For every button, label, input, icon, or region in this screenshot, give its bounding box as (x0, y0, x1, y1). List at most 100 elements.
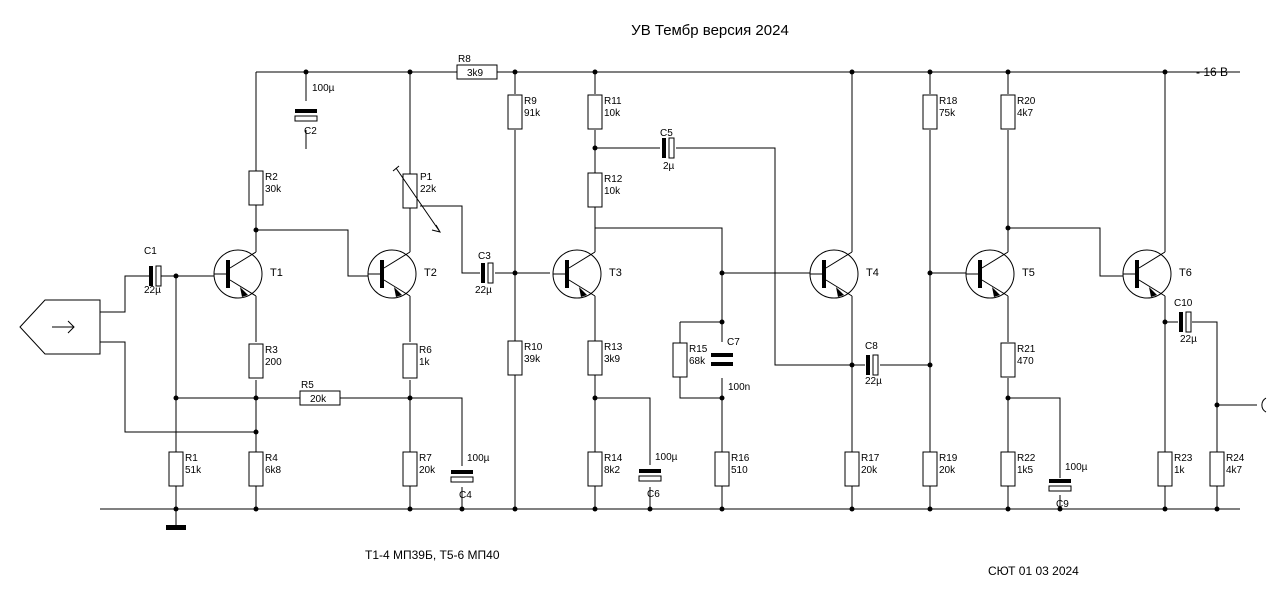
resistor-ref: R17 (861, 453, 880, 464)
transistor-label: T4 (866, 267, 879, 279)
resistor-value: 1k (419, 357, 431, 368)
resistor-ref: R18 (939, 96, 958, 107)
diagram-title: УВ Тембр версия 2024 (631, 22, 789, 39)
resistor-value: 20k (310, 394, 327, 405)
resistor-value: 10k (604, 186, 621, 197)
capacitor-value: 100n (728, 382, 750, 393)
resistor-value: 20k (861, 465, 878, 476)
transistor-t2: T2 (367, 249, 437, 299)
output-terminal-icon (1261, 397, 1267, 413)
resistor-value: 4k7 (1226, 465, 1243, 476)
resistor-ref: R5 (301, 380, 314, 391)
resistor-ref: R4 (265, 453, 278, 464)
resistor-ref: R1 (185, 453, 198, 464)
resistor-value: 10k (604, 108, 621, 119)
capacitor-c8: C8 22µ (865, 341, 882, 387)
wires (100, 71, 1257, 527)
resistor-value: 1k5 (1017, 465, 1034, 476)
resistor-ref: R19 (939, 453, 958, 464)
capacitor-ref: C10 (1174, 298, 1193, 309)
transistor-label: T2 (424, 267, 437, 279)
transistor-label: T3 (609, 267, 622, 279)
capacitor-ref: C3 (478, 251, 491, 262)
capacitor-c7: C7 100n (711, 337, 750, 393)
capacitor-ref: C8 (865, 341, 878, 352)
transistor-t3: T3 (552, 249, 622, 299)
capacitor-ref: C9 (1056, 499, 1069, 510)
resistor-value: 20k (939, 465, 956, 476)
input-connector-icon (19, 299, 101, 355)
resistor-value: 470 (1017, 356, 1034, 367)
transistor-t5: T5 (965, 249, 1035, 299)
capacitor-value: 22µ (144, 285, 161, 296)
resistor-ref: R7 (419, 453, 432, 464)
capacitor-value: 2µ (663, 161, 675, 172)
resistor-ref: R24 (1226, 453, 1245, 464)
capacitor-value: 100µ (467, 453, 490, 464)
ground-symbol (166, 525, 186, 530)
resistor-ref: R22 (1017, 453, 1036, 464)
resistor-ref: R12 (604, 174, 623, 185)
transistor-label: T6 (1179, 267, 1192, 279)
capacitor-value: 100µ (655, 452, 678, 463)
capacitor-ref: C6 (647, 489, 660, 500)
transistor-label: T1 (270, 267, 283, 279)
junctions (173, 69, 1220, 512)
resistor-value: 3k9 (467, 68, 484, 79)
capacitor-value: 22µ (1180, 334, 1197, 345)
capacitor-value: 100µ (1065, 462, 1088, 473)
resistor-ref: R6 (419, 345, 432, 356)
capacitor-c4: C4 100µ (450, 453, 490, 501)
resistor-value: 8k2 (604, 465, 621, 476)
resistor-value: 30k (265, 184, 282, 195)
capacitor-value: 22µ (475, 285, 492, 296)
resistor-ref: R2 (265, 172, 278, 183)
capacitor-ref: C7 (727, 337, 740, 348)
resistor-value: 1k (1174, 465, 1186, 476)
resistor-value: 39k (524, 354, 541, 365)
resistor-value: 6k8 (265, 465, 282, 476)
resistor-ref: R16 (731, 453, 750, 464)
resistor-ref: R13 (604, 342, 623, 353)
potentiometer-ref: P1 (420, 172, 433, 183)
resistor-ref: R11 (604, 96, 622, 107)
capacitor-value: 22µ (865, 376, 882, 387)
resistor-ref: R9 (524, 96, 537, 107)
resistor-ref: R23 (1174, 453, 1193, 464)
resistor-ref: R10 (524, 342, 543, 353)
capacitor-ref: C4 (459, 490, 472, 501)
capacitor-c10: C10 22µ (1174, 298, 1197, 345)
capacitor-ref: C2 (304, 126, 317, 137)
transistor-label: T5 (1022, 267, 1035, 279)
capacitor-c6: C6 100µ (638, 452, 678, 500)
resistor-ref: R15 (689, 344, 708, 355)
resistor-value: 91k (524, 108, 541, 119)
resistor-value: 3k9 (604, 354, 621, 365)
transistor-t6: T6 (1122, 249, 1192, 299)
resistor-ref: R3 (265, 345, 278, 356)
capacitor-c9: C9 100µ (1048, 462, 1088, 510)
footer-date: СЮТ 01 03 2024 (988, 564, 1079, 578)
